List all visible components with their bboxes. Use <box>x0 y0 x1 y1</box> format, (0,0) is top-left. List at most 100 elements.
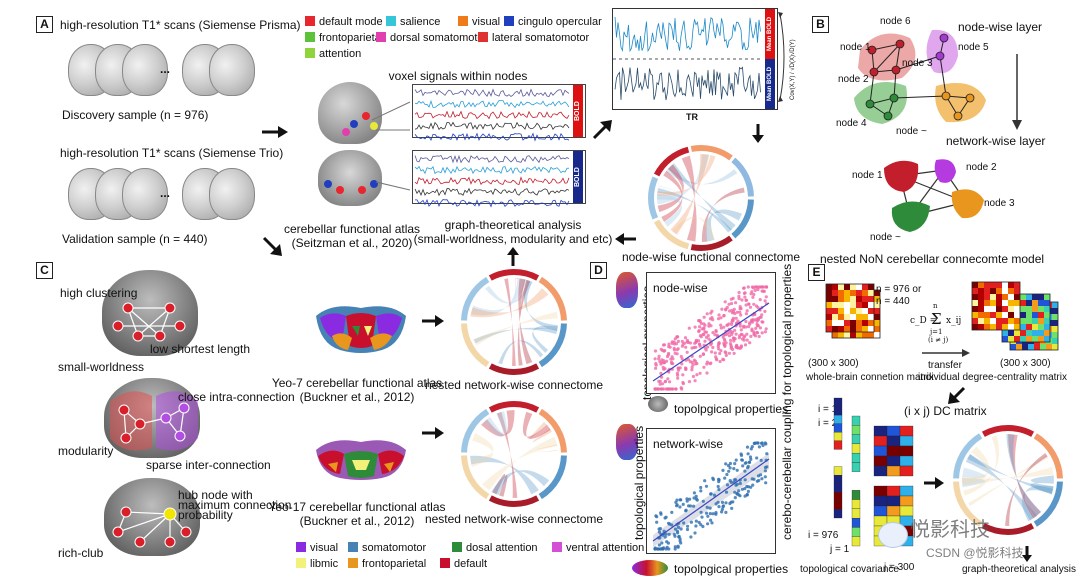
scatter-point <box>673 351 677 355</box>
scatter-point <box>720 500 725 504</box>
scatter-point <box>656 387 661 391</box>
x-axis-label-1: topolpgical properties <box>674 402 789 416</box>
scatter-point <box>681 502 685 506</box>
scatter-point <box>660 547 664 551</box>
chord-ribbon <box>963 435 1000 496</box>
legend-swatch <box>305 32 315 42</box>
matrix-cell <box>1014 306 1020 312</box>
matrix-cell <box>862 284 868 290</box>
scatter-point <box>758 285 762 289</box>
dc-vector-cell <box>851 462 861 472</box>
cerebellum-small-world <box>102 270 198 356</box>
legend-swatch <box>296 542 306 552</box>
matrix-cell <box>984 312 990 318</box>
chord-ribbon <box>657 154 710 205</box>
dc-matrix-cell <box>873 495 888 507</box>
scatter-point <box>751 483 755 487</box>
matrix-cell <box>1044 300 1050 306</box>
matrix-cell <box>984 282 990 288</box>
formula-lhs: c_D = <box>910 316 938 326</box>
scatter-point <box>676 366 680 370</box>
scatter-point <box>722 358 726 362</box>
scatter-point <box>748 305 753 309</box>
ixj-matrix-label: (i x j) DC matrix <box>904 404 987 418</box>
scatter-point <box>717 488 721 492</box>
matrix-cell <box>1044 306 1050 312</box>
scatter-point <box>730 301 734 306</box>
matrix-cell <box>1020 336 1026 342</box>
matrix-cell <box>978 300 984 306</box>
scatter-point <box>663 380 667 384</box>
matrix-cell <box>856 290 862 296</box>
legend-item: cingulo opercular <box>504 16 602 29</box>
scatter-point <box>746 489 750 493</box>
chord-ribbon <box>657 193 683 227</box>
scatter-point <box>660 348 664 352</box>
matrix-cell <box>838 314 844 320</box>
dc-vectors <box>833 397 861 547</box>
scatter-point <box>725 472 729 477</box>
matrix-cell <box>844 296 850 302</box>
scatter-point <box>657 530 661 534</box>
matrix-cell <box>1016 344 1022 350</box>
matrix-cell <box>868 308 874 314</box>
scatter-point <box>729 297 733 301</box>
scatter-point <box>724 462 728 466</box>
matrix-cell <box>850 290 856 296</box>
scatter-point <box>721 468 725 472</box>
scatter-point <box>713 351 717 355</box>
scatter-point <box>762 285 766 289</box>
scatter-point <box>702 327 706 331</box>
scatter-point <box>697 520 701 525</box>
chord-arc <box>653 146 690 177</box>
scatter-point <box>708 506 712 510</box>
dc-vector-cell <box>851 536 861 547</box>
dc-vector-cell <box>851 415 861 426</box>
chord-arc <box>461 455 490 500</box>
scatter-point <box>693 325 697 329</box>
arrow-right-icon <box>422 427 444 439</box>
matrix-cell <box>978 312 984 318</box>
dc-vector-cell <box>833 397 843 407</box>
scatter-point <box>752 292 756 297</box>
scatter-point <box>693 379 697 383</box>
scatter-point <box>744 319 748 324</box>
scatter-point <box>714 329 718 334</box>
scatter-point <box>743 295 747 299</box>
scatter-point <box>701 499 705 503</box>
scatter-point <box>712 493 717 497</box>
matrix-cell <box>978 324 984 330</box>
scatter-point <box>760 313 764 317</box>
scatter-point <box>718 359 722 364</box>
dc-matrix-cell <box>886 465 901 477</box>
legend-swatch <box>348 542 358 552</box>
scatter-point <box>654 366 658 370</box>
matrix-cell <box>1028 344 1034 350</box>
scatter-point <box>710 350 714 354</box>
legend-label: dorsal somatomotor <box>390 32 488 44</box>
matrix-cell <box>1020 324 1026 330</box>
network-wise-scatter-plot <box>652 441 770 551</box>
matrix-cell <box>838 290 844 296</box>
scatter-point <box>709 492 713 496</box>
scatter-point <box>658 359 662 364</box>
bold-tag: BOLD <box>573 151 583 203</box>
scatter-point <box>695 373 699 377</box>
scatter-point <box>729 329 733 333</box>
dc-vector-cell <box>851 434 861 445</box>
scatter-point <box>729 338 733 342</box>
matrix-cell <box>996 318 1002 324</box>
scatter-point <box>743 291 747 295</box>
scatter-point <box>702 365 706 369</box>
scatter-point <box>703 330 707 334</box>
brain-scan <box>209 44 255 96</box>
node-wise-connectome-chord <box>648 145 754 251</box>
scatter-point <box>740 487 744 491</box>
chord-arc <box>488 401 540 413</box>
matrix-cell <box>990 294 996 300</box>
matrix-cell <box>832 314 838 320</box>
formula-sum: Σ <box>931 310 942 328</box>
formula-lower: j=1 <box>930 328 943 336</box>
matrix-cell <box>1026 324 1032 330</box>
scatter-point <box>729 343 733 348</box>
